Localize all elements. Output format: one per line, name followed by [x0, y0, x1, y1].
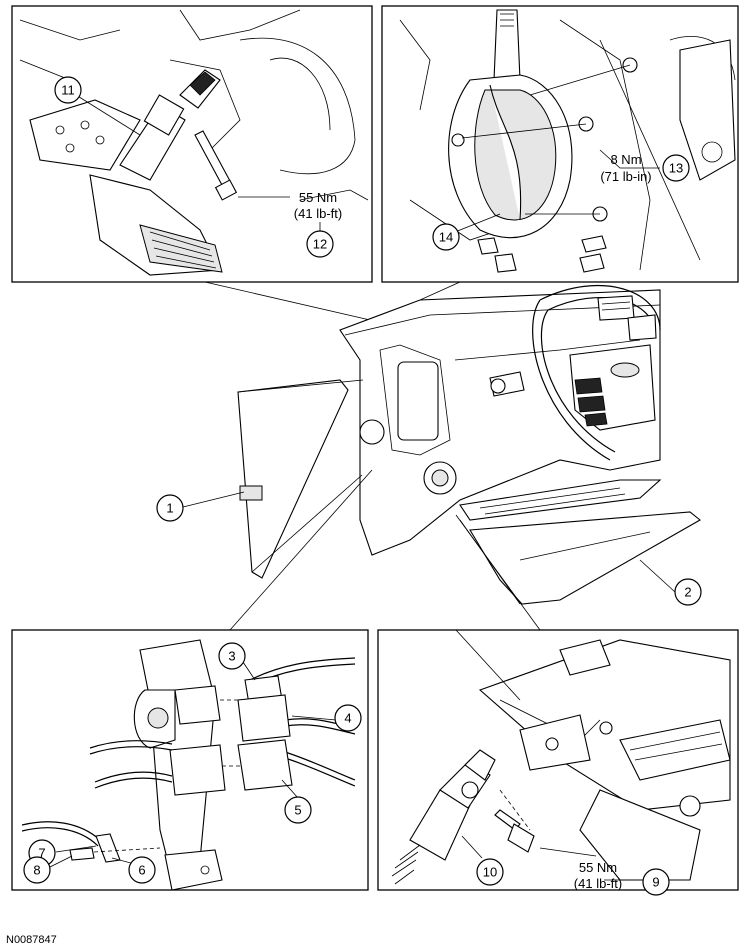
svg-text:55 Nm: 55 Nm — [579, 860, 617, 875]
callout-14: 14 — [432, 223, 460, 251]
svg-text:8: 8 — [33, 863, 40, 878]
callout-8: 8 — [23, 856, 51, 884]
svg-text:11: 11 — [61, 83, 75, 98]
torque-spec-lower-shaft-bolt: 55 Nm (41 lb-ft) — [574, 860, 622, 891]
svg-text:2: 2 — [684, 585, 691, 600]
panel-steering-shaft-lower: 10 55 Nm (41 lb-ft) 9 — [377, 629, 739, 896]
svg-text:9: 9 — [652, 875, 659, 890]
figure-id: N0087847 — [6, 934, 57, 946]
callout-12: 12 — [306, 230, 334, 258]
callout-10: 10 — [476, 858, 504, 886]
panel-column-connectors: 3 4 5 7 8 6 — [11, 629, 369, 891]
torque-spec-boot-nuts: 8 Nm (71 lb-in) — [600, 152, 651, 184]
callout-2: 2 — [674, 578, 702, 606]
panel-steering-column-boot: 8 Nm (71 lb-in) 13 14 — [381, 5, 739, 283]
svg-text:(41 lb-ft): (41 lb-ft) — [574, 876, 622, 891]
svg-text:(41 lb-ft): (41 lb-ft) — [294, 206, 342, 221]
callout-9: 9 — [642, 868, 670, 896]
svg-text:8 Nm: 8 Nm — [610, 152, 641, 167]
panel-steering-shaft-upper: 11 55 Nm (41 lb-ft) 12 — [11, 5, 373, 283]
callout-13: 13 — [662, 154, 690, 182]
svg-text:14: 14 — [439, 230, 453, 245]
svg-text:1: 1 — [166, 501, 173, 516]
callout-4: 4 — [334, 704, 362, 732]
callout-6: 6 — [128, 856, 156, 884]
callout-1: 1 — [156, 494, 184, 522]
svg-text:4: 4 — [344, 711, 351, 726]
svg-text:5: 5 — [294, 803, 301, 818]
callout-3: 3 — [218, 642, 246, 670]
callout-11: 11 — [54, 76, 82, 104]
svg-text:12: 12 — [313, 237, 327, 252]
torque-spec-upper-shaft-bolt: 55 Nm (41 lb-ft) — [294, 190, 342, 221]
svg-text:7: 7 — [38, 846, 45, 861]
svg-text:6: 6 — [138, 863, 145, 878]
callout-5: 5 — [284, 796, 312, 824]
svg-text:3: 3 — [228, 649, 235, 664]
svg-text:55 Nm: 55 Nm — [299, 190, 337, 205]
svg-text:13: 13 — [669, 161, 683, 176]
instrument-panel-overview: 1 2 — [156, 281, 702, 631]
svg-text:(71 lb-in): (71 lb-in) — [600, 169, 651, 184]
svg-text:10: 10 — [483, 865, 497, 880]
